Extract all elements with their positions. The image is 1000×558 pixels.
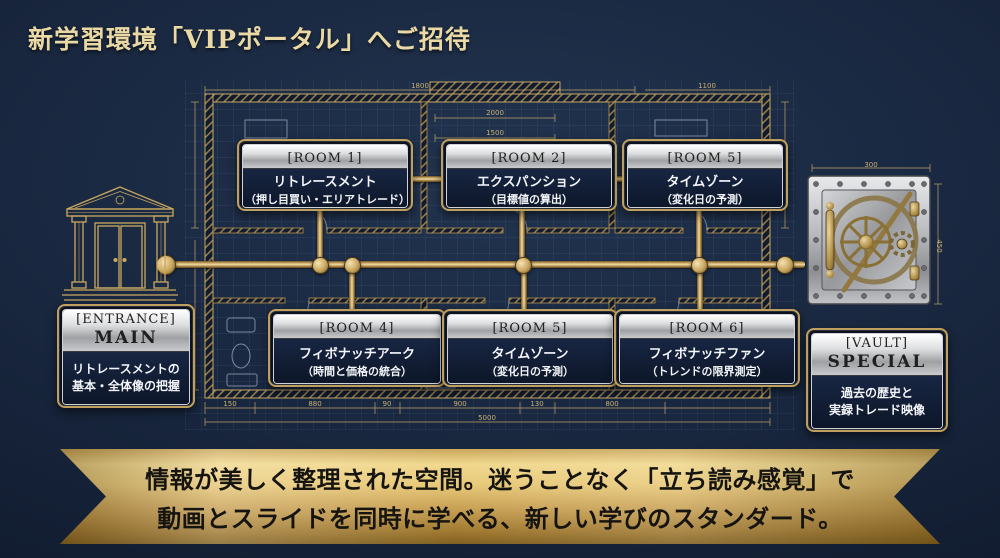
stem-room6 bbox=[697, 266, 703, 312]
pipe-node-2 bbox=[344, 257, 361, 274]
bathroom-fixtures-icon bbox=[226, 119, 708, 387]
banner-line-1: 情報が美しく整理された空間。迷うことなく「立ち読み感覚」で bbox=[145, 465, 855, 494]
page-title: 新学習環境「VIPポータル」へご招待 bbox=[28, 25, 471, 54]
vault-name: SPECIAL bbox=[827, 352, 927, 373]
vault-desc-1: 過去の歴史と bbox=[840, 386, 913, 401]
dim-label: 2000 bbox=[486, 109, 504, 117]
room-label: [ROOM 4] bbox=[319, 321, 395, 336]
room-label: [ROOM 5] bbox=[667, 151, 743, 166]
bottom-banner: 情報が美しく整理された空間。迷うことなく「立ち読み感覚」で 動画とスライドを同時… bbox=[60, 449, 940, 544]
dim-label: 800 bbox=[605, 400, 618, 408]
room-name: エクスパンション bbox=[476, 175, 582, 191]
room-name: フィボナッチアーク bbox=[299, 347, 415, 363]
room-card-2: [ROOM 2] エクスパンション （目標値の算出） bbox=[441, 139, 617, 211]
entrance-tag: [ENTRANCE] bbox=[76, 312, 176, 327]
dimension-labels: 1800 1100 2000 1500 150 880 90 900 130 8… bbox=[223, 82, 716, 422]
entrance-card: [ENTRANCE] MAIN リトレースメントの 基本・全体像の把握 bbox=[57, 304, 195, 408]
vault-card: [VAULT] SPECIAL 過去の歴史と 実録トレード映像 bbox=[806, 328, 948, 432]
stem-room2 bbox=[519, 200, 525, 264]
room-name: タイムゾーン bbox=[666, 175, 744, 191]
room-desc: （目標値の算出） bbox=[485, 193, 573, 207]
stem-room1 bbox=[317, 200, 323, 264]
room-card-6: [ROOM 6] フィボナッチファン （トレンドの限界測定） bbox=[614, 309, 800, 387]
room-card-4: [ROOM 4] フィボナッチアーク （時間と価格の統合） bbox=[268, 309, 446, 387]
room-card-1: [ROOM 1] リトレースメント （押し目買い・エリアトレード） bbox=[237, 139, 413, 211]
entrance-desc-1: リトレースメントの bbox=[72, 362, 180, 377]
stem-room5-bottom bbox=[521, 266, 527, 312]
vault-desc-2: 実録トレード映像 bbox=[828, 403, 925, 418]
dim-label: 150 bbox=[223, 400, 236, 408]
room-desc: （押し目買い・エリアトレード） bbox=[245, 193, 408, 207]
dim-label: 5000 bbox=[478, 414, 496, 422]
banner-line-2: 動画とスライドを同時に学べる、新しい学びのスタンダード。 bbox=[157, 504, 843, 533]
pipe-node-3 bbox=[515, 257, 532, 274]
room-label: [ROOM 1] bbox=[287, 151, 363, 166]
entrance-name: MAIN bbox=[94, 328, 158, 349]
dim-label: 1500 bbox=[486, 129, 504, 137]
stem-room4 bbox=[349, 266, 355, 312]
dim-label: 880 bbox=[308, 400, 321, 408]
room-name: タイムゾーン bbox=[491, 347, 569, 363]
dim-label: 900 bbox=[453, 400, 466, 408]
entrance-desc-2: 基本・全体像の把握 bbox=[71, 379, 180, 394]
dim-label: 450 bbox=[935, 239, 943, 252]
room-card-5-bottom: [ROOM 5] タイムゾーン （変化日の予測） bbox=[442, 309, 618, 387]
connector-bar-room1-room2 bbox=[401, 176, 443, 182]
room-card-5-top: [ROOM 5] タイムゾーン （変化日の予測） bbox=[622, 139, 788, 211]
vault-tag: [VAULT] bbox=[845, 336, 909, 351]
dim-label: 90 bbox=[383, 400, 392, 408]
dim-label: 300 bbox=[864, 162, 877, 169]
vault-dimension-lines bbox=[811, 164, 942, 305]
stem-room5-top bbox=[696, 200, 702, 264]
entrance-building-icon bbox=[62, 186, 178, 301]
pipe-node-4 bbox=[691, 257, 708, 274]
room-desc: （変化日の予測） bbox=[661, 193, 749, 207]
room-label: [ROOM 6] bbox=[669, 321, 745, 336]
room-desc: （時間と価格の統合） bbox=[302, 365, 412, 379]
vault-gear-icon bbox=[889, 231, 915, 257]
pipe-node-vault bbox=[776, 256, 794, 274]
room-desc: （変化日の予測） bbox=[486, 365, 574, 379]
main-horizontal-pipe bbox=[165, 261, 805, 268]
room-name: フィボナッチファン bbox=[648, 347, 766, 363]
dim-label: 130 bbox=[530, 400, 543, 408]
room-desc: （トレンドの限界測定） bbox=[646, 365, 768, 379]
room-name: リトレースメント bbox=[273, 175, 377, 191]
room-label: [ROOM 2] bbox=[491, 151, 567, 166]
pipe-node-1 bbox=[312, 257, 329, 274]
vault-door-icon: 300 450 bbox=[807, 162, 943, 305]
dim-label: 1800 bbox=[411, 82, 429, 90]
room-label: [ROOM 5] bbox=[492, 321, 568, 336]
dim-label: 1100 bbox=[698, 82, 716, 90]
